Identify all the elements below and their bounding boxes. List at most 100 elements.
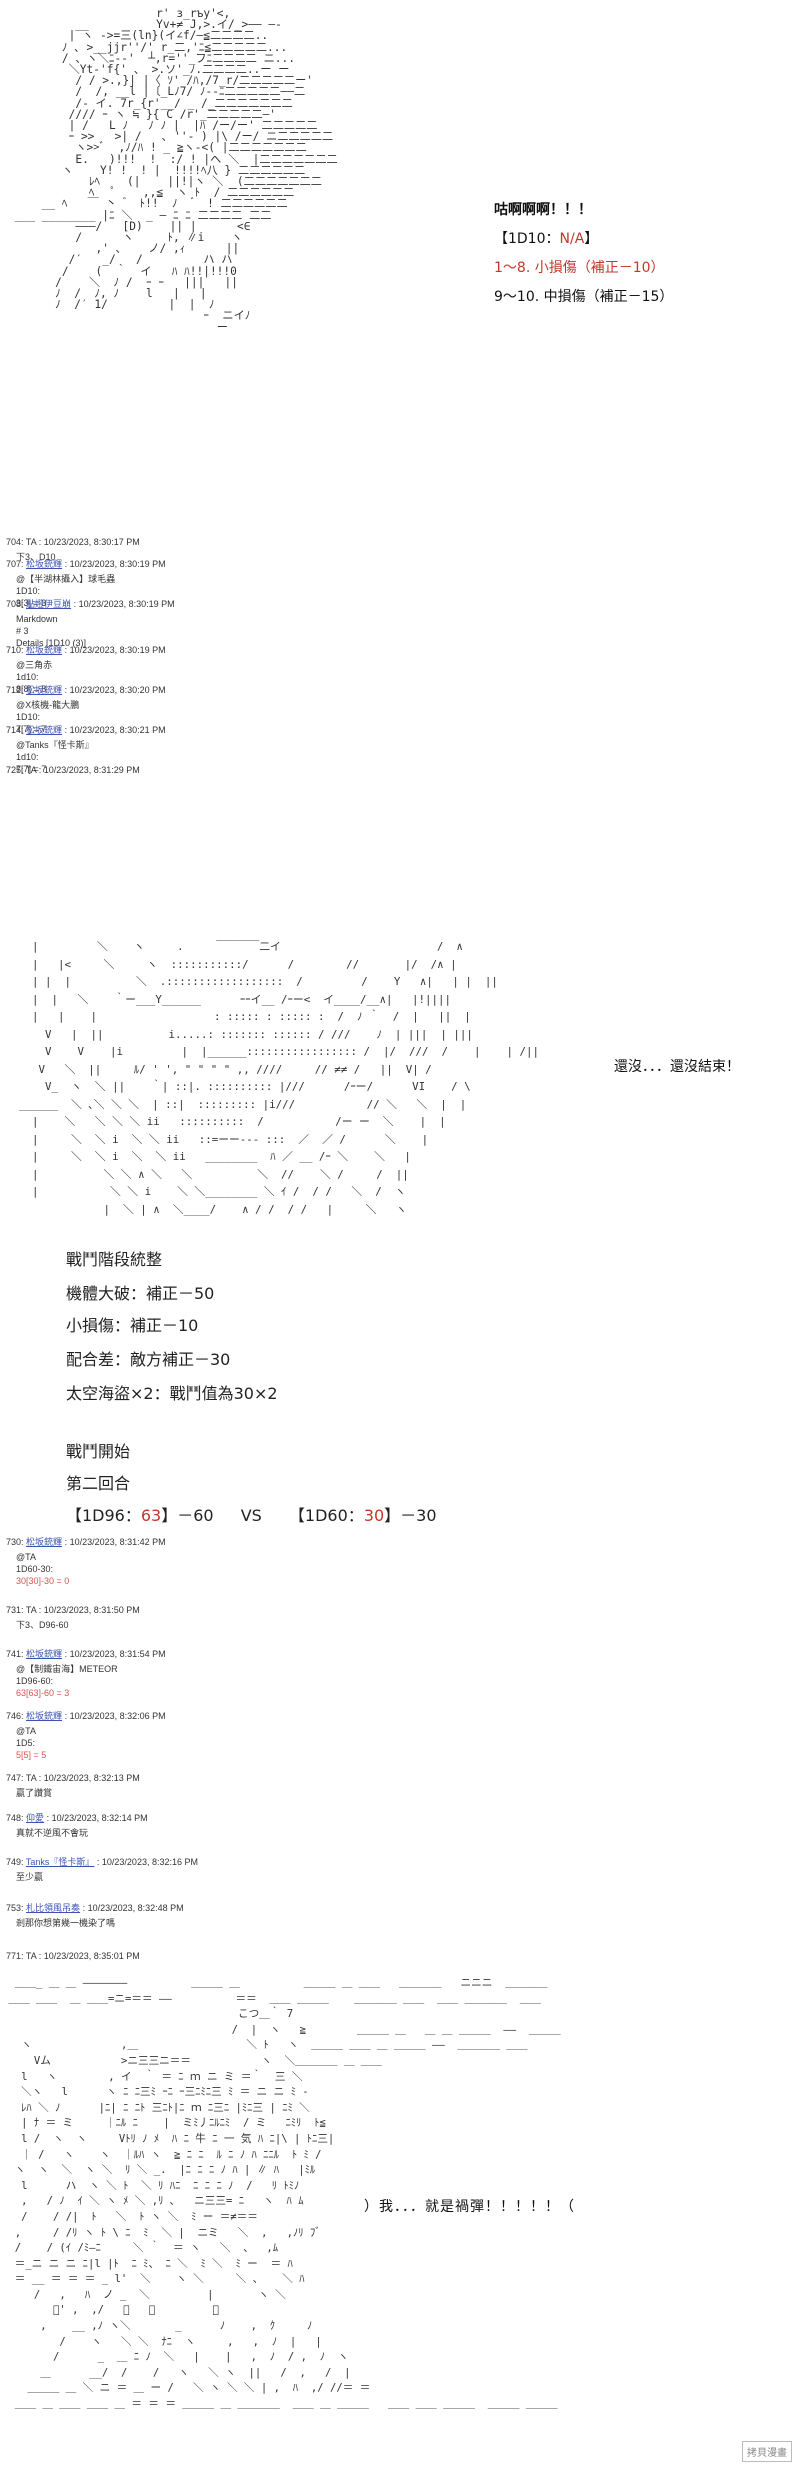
post-author[interactable]: 松坂銃輝 <box>26 645 63 655</box>
post-body-line: @【半湖林攝入】球毛蟲 <box>16 574 116 585</box>
post-body-line: @【制鐵宙海】METEOR <box>16 1664 118 1675</box>
post-header: 748: 仰愛 : 10/23/2023, 8:32:14 PM <box>6 1813 148 1823</box>
post-header: 708: 點燈伊豆崩 : 10/23/2023, 8:30:19 PM <box>6 599 175 609</box>
post-timestamp: 10/23/2023, 8:32:48 PM <box>87 1903 184 1913</box>
summary-line: 小損傷：補正－10 <box>66 1316 199 1335</box>
summary-line: 機體大破：補正－50 <box>66 1284 215 1303</box>
damage-medium-line: 9～10. 中損傷（補正－15） <box>494 289 674 305</box>
damage-small-line: 1～8. 小損傷（補正－10） <box>494 260 665 276</box>
post-body-line: 1D60-30: <box>16 1564 54 1575</box>
post-body: 剎那你想第幾一機染了嗎 <box>6 1917 184 1929</box>
post-number: 712 <box>6 685 22 695</box>
post-author[interactable]: 點燈伊豆崩 <box>26 599 72 609</box>
post-timestamp: 10/23/2023, 8:32:16 PM <box>101 1857 198 1867</box>
post-author[interactable]: 松坂銃輝 <box>26 1711 63 1721</box>
scream-text: 咕啊啊啊！！！ <box>494 202 592 218</box>
post-author[interactable]: 仰愛 <box>26 1813 45 1823</box>
post: 741: 松坂銃輝 : 10/23/2023, 8:31:54 PM@【制鐵宙海… <box>6 1648 166 1700</box>
post-number: 753 <box>6 1903 22 1913</box>
post-author[interactable]: 松坂銃輝 <box>26 685 63 695</box>
post-body-line: @TA <box>16 1552 36 1563</box>
ascii-art-final-attack: ＿＿_ ＿ ＿ ――――――― ＿＿＿ ＿ ＿＿＿ ＿ ＿＿ ＿＿＿＿ ニニニ … <box>8 1977 561 2411</box>
post-body-line: 下3、D10 <box>16 552 56 563</box>
post-author[interactable]: Tanks『怪卡斯』 <box>25 1857 95 1867</box>
watermark-logo: 拷貝漫畫 <box>742 2441 792 2462</box>
post-author: TA <box>25 1951 37 1961</box>
post-header: 731: TA : 10/23/2023, 8:31:50 PM <box>6 1605 140 1615</box>
post-header: 747: TA : 10/23/2023, 8:32:13 PM <box>6 1773 140 1783</box>
post-number: 730 <box>6 1537 22 1547</box>
post-body-line: 贏了讚賞 <box>16 1788 53 1799</box>
post: 725: TA : 10/23/2023, 8:31:29 PM <box>6 764 140 776</box>
post-number: 771 <box>6 1951 22 1961</box>
post-body-line: 1D5: <box>16 1738 36 1749</box>
post-author: TA <box>25 765 37 775</box>
post-timestamp: 10/23/2023, 8:30:19 PM <box>69 645 166 655</box>
post-number: 731 <box>6 1605 22 1615</box>
post-author[interactable]: 松坂銃輝 <box>26 1649 63 1659</box>
post-body-line: 1D10: <box>16 712 41 723</box>
ascii-art-pilot-closeup: | ＼ ヽ . ￣￣￣￣二イ / ∧ | |< ＼ ヽ :::::::::::/… <box>19 940 540 1216</box>
battle-summary: 戰鬥階段統整 機體大破：補正－50 小損傷：補正－10 配合差：敵方補正－30 … <box>66 1246 486 1525</box>
post-body-line: 1D96-60: <box>16 1676 54 1687</box>
post-timestamp: 10/23/2023, 8:32:06 PM <box>69 1711 166 1721</box>
post: 731: TA : 10/23/2023, 8:31:50 PM 下3、D96-6… <box>6 1604 140 1631</box>
post-body: 至少贏 <box>6 1871 198 1883</box>
summary-line: 戰鬥階段統整 <box>66 1250 163 1269</box>
post-body-line: 5[5] = 5 <box>16 1750 47 1761</box>
post-header: 749: Tanks『怪卡斯』 : 10/23/2023, 8:32:16 PM <box>6 1857 198 1867</box>
post-author[interactable]: 札比領風吊奏 <box>26 1903 81 1913</box>
post-author[interactable]: 松坂銃輝 <box>26 559 63 569</box>
post-timestamp: 10/23/2023, 8:30:17 PM <box>43 537 140 547</box>
post-author[interactable]: 松坂銃輝 <box>26 1537 63 1547</box>
post-number: 707 <box>6 559 22 569</box>
post-body-line: @三角赤 <box>16 660 53 671</box>
post-timestamp: 10/23/2023, 8:35:01 PM <box>43 1951 140 1961</box>
post-body-line: 7[7] = 7 <box>16 764 47 775</box>
roll-result-line: 【1D10：N/A】 <box>494 231 599 247</box>
post-body-line: 3[3] = 3 <box>16 598 47 609</box>
post: 771: TA : 10/23/2023, 8:35:01 PM <box>6 1950 140 1962</box>
post-header: 725: TA : 10/23/2023, 8:31:29 PM <box>6 765 140 775</box>
post-body-line: Details [1D10 (3)] <box>16 638 87 649</box>
post-number: 749 <box>6 1857 22 1867</box>
post-number: 708 <box>6 599 22 609</box>
post-number: 747 <box>6 1773 22 1783</box>
scene2-caption: 還沒．．．還沒結束！ <box>614 1059 740 1075</box>
post: 747: TA : 10/23/2023, 8:32:13 PM 贏了讚賞 <box>6 1772 140 1799</box>
post-timestamp: 10/23/2023, 8:30:19 PM <box>78 599 175 609</box>
summary-line: 第二回合 <box>66 1474 131 1493</box>
post-timestamp: 10/23/2023, 8:32:13 PM <box>43 1773 140 1783</box>
post-timestamp: 10/23/2023, 8:30:19 PM <box>69 559 166 569</box>
post-timestamp: 10/23/2023, 8:31:29 PM <box>43 765 140 775</box>
post-timestamp: 10/23/2023, 8:30:20 PM <box>69 685 166 695</box>
post-timestamp: 10/23/2023, 8:30:21 PM <box>69 725 166 735</box>
summary-line: 戰鬥開始 <box>66 1442 131 1461</box>
post-number: 710 <box>6 645 22 655</box>
post-author: TA <box>25 1773 37 1783</box>
post-body: @Tanks『怪卡斯』1d10:7[7] = 7 <box>6 739 166 775</box>
post: 708: 點燈伊豆崩 : 10/23/2023, 8:30:19 PM Markd… <box>6 598 175 650</box>
post-header: 730: 松坂銃輝 : 10/23/2023, 8:31:42 PM <box>6 1537 166 1547</box>
post-header: 712: 松坂銃輝 : 10/23/2023, 8:30:20 PM <box>6 685 166 695</box>
post-body: 下3、D96-60 <box>6 1619 140 1631</box>
post-number: 714 <box>6 725 22 735</box>
post: 714: 松坂銃輝 : 10/23/2023, 8:30:21 PM@Tanks… <box>6 724 166 776</box>
roll-compare-line: 【1D96：63】－60 VS 【1D60：30】－30 <box>66 1506 437 1525</box>
post-body: 下3、D10 <box>6 551 140 563</box>
post-author[interactable]: 松坂銃輝 <box>26 725 63 735</box>
post-body-line: @TA <box>16 1726 36 1737</box>
post-body-line: 至少贏 <box>16 1872 44 1883</box>
